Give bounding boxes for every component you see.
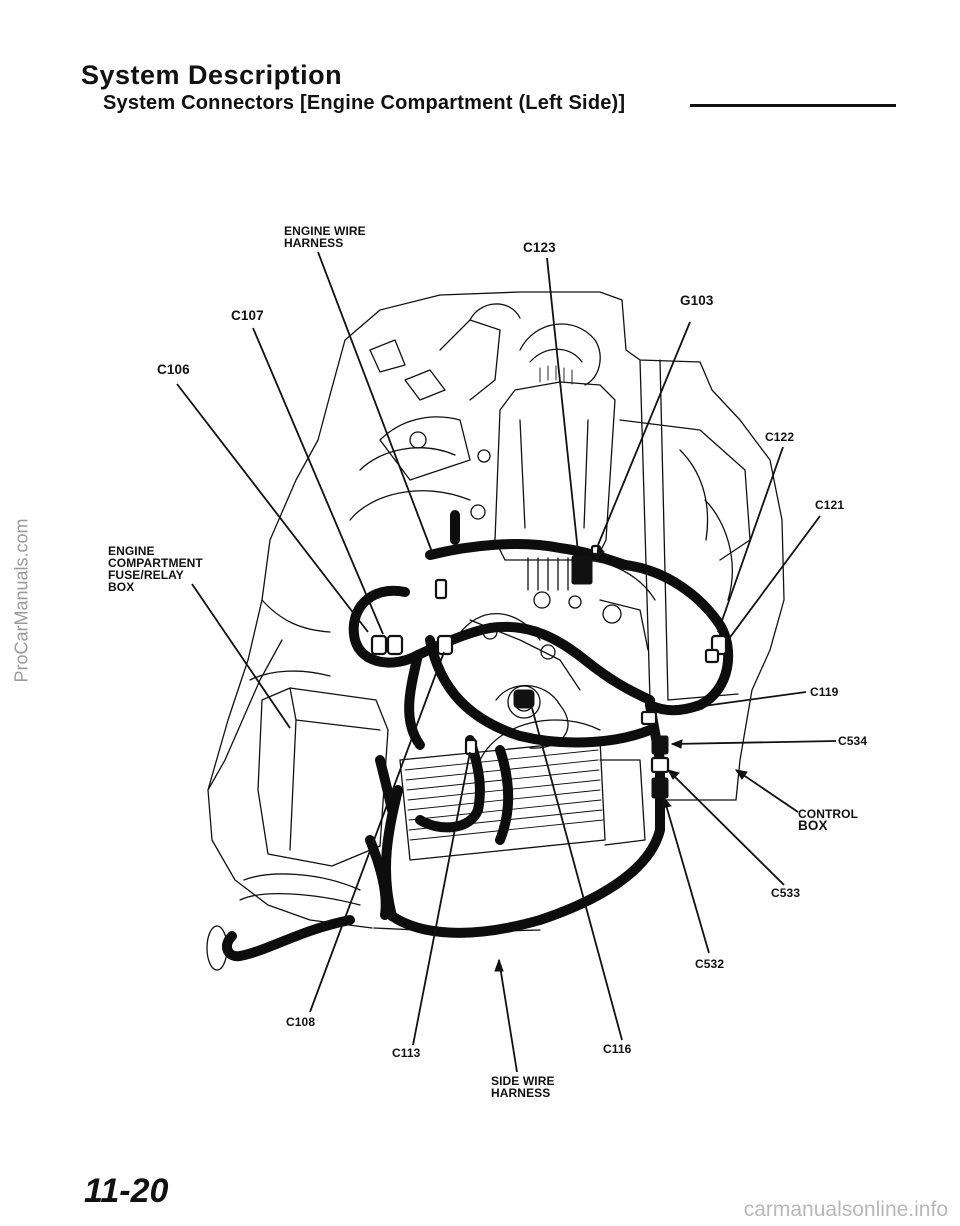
callout-c122: C122 [765, 430, 795, 444]
callout-c533: C533 [771, 886, 801, 900]
page-number: 11-20 [84, 1172, 169, 1210]
compartment-outline [207, 291, 785, 933]
callout-leaders [176, 251, 837, 1073]
callout-c532: C532 [695, 957, 725, 971]
callout-side-wire-harness: SIDE WIRE HARNESS [491, 1074, 555, 1100]
callout-c534: C534 [838, 734, 868, 748]
callout-c121: C121 [815, 498, 845, 512]
radiator-section [399, 684, 646, 861]
callout-c116: C116 [603, 1042, 632, 1056]
callout-c113: C113 [392, 1046, 421, 1060]
subtitle-rule [690, 104, 896, 107]
engine-block [349, 303, 751, 691]
fuse-relay-box [239, 599, 389, 906]
callout-control-box: CONTROL [798, 807, 859, 821]
callout-c108: C108 [286, 1015, 316, 1029]
callout-arrowheads [494, 543, 748, 972]
callout-engine-wire-harness: ENGINE WIRE HARNESS [284, 224, 366, 250]
callout-c123: C123 [523, 240, 556, 255]
side-watermark: ProCarManuals.com [11, 518, 32, 683]
connectors [370, 544, 728, 799]
section-subtitle: System Connectors [Engine Compartment (L… [103, 92, 626, 114]
page-title: System Description [81, 60, 343, 90]
callout-c119: C119 [810, 685, 839, 699]
callout-fuse-relay-box: ENGINE COMPARTMENT FUSE/RELAY BOX [108, 544, 203, 594]
callout-g103: G103 [680, 293, 714, 308]
callout-c106: C106 [157, 362, 190, 377]
callout-c107: C107 [231, 308, 264, 323]
callout-control-box-2: BOX [798, 818, 828, 833]
bottom-watermark: carmanualsonline.info [743, 1198, 948, 1221]
